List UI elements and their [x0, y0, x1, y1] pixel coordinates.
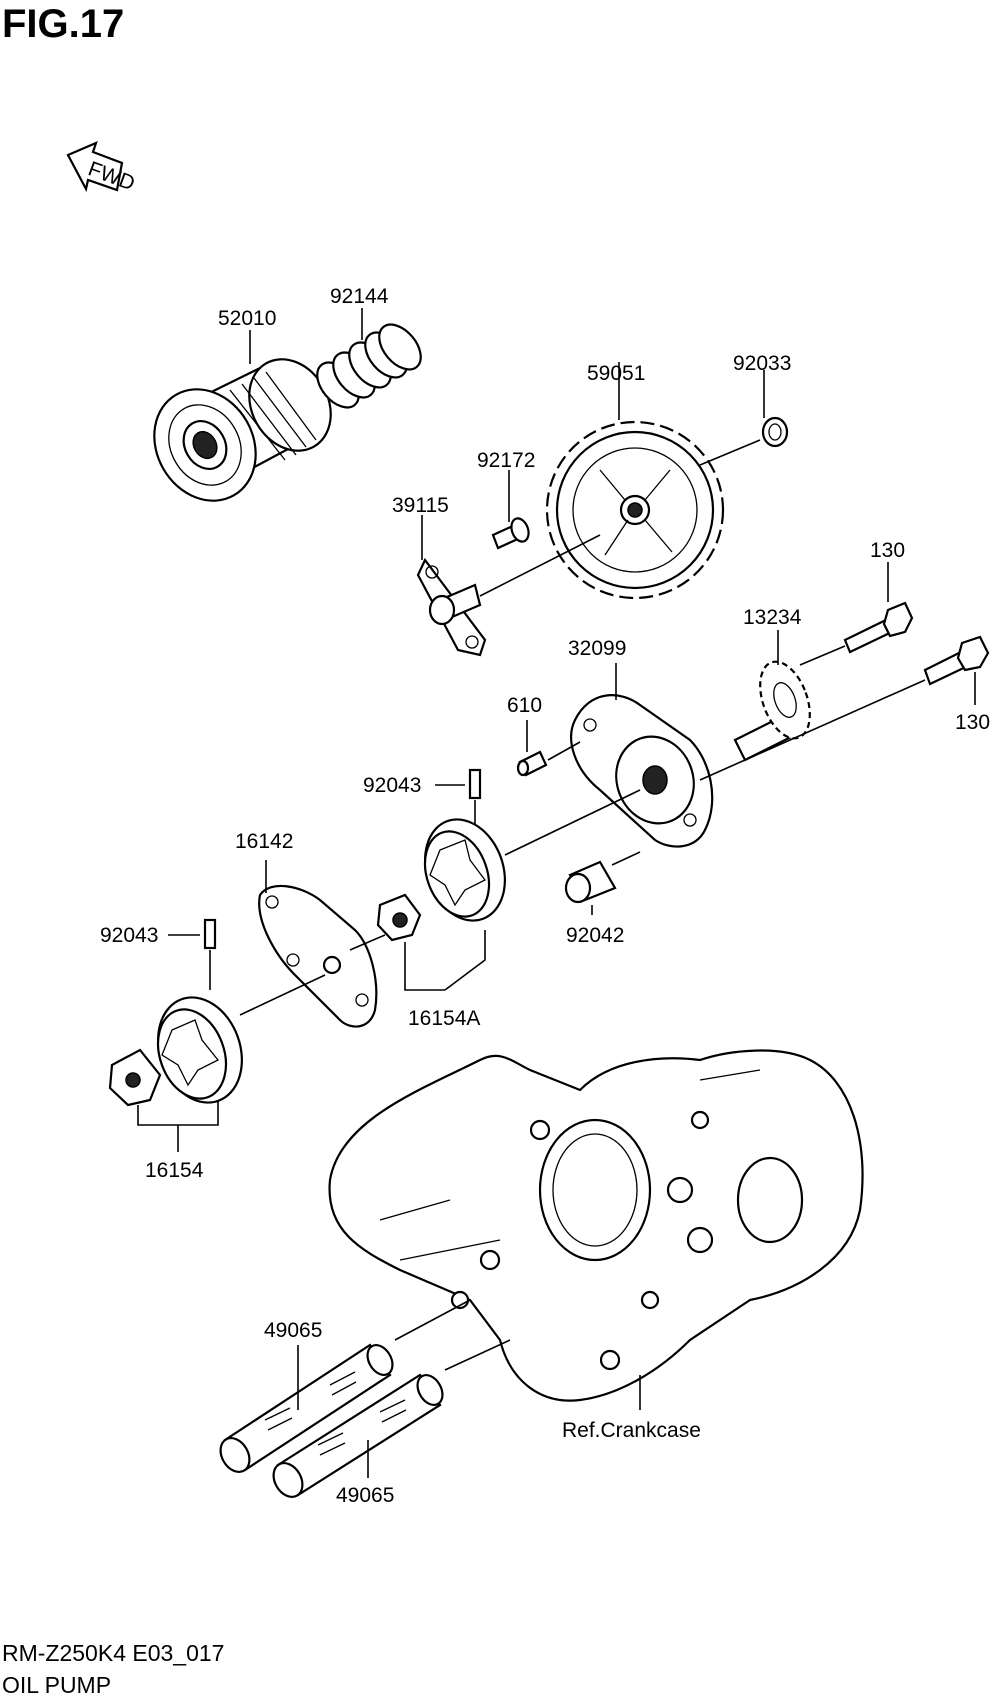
circlip-part[interactable] [761, 416, 789, 448]
model-code: RM-Z250K4 E03_017 [2, 1640, 225, 1666]
part-label-610: 610 [507, 694, 542, 717]
part-label-52010: 52010 [218, 307, 276, 330]
oil-strainer-part[interactable] [215, 1341, 398, 1477]
pump-body-part[interactable] [570, 694, 714, 848]
oil-filter-part[interactable] [134, 344, 346, 519]
part-label-92043-upper: 92043 [363, 774, 421, 797]
oil-strainer-part[interactable] [268, 1371, 448, 1502]
outer-rotor-part[interactable] [144, 986, 256, 1115]
part-label-59051: 59051 [587, 362, 645, 385]
part-label-13234: 13234 [743, 606, 802, 629]
part-label-49065-upper: 49065 [264, 1319, 322, 1342]
pump-gear-part[interactable] [545, 420, 725, 600]
part-label-92043-lower: 92043 [100, 924, 158, 947]
pin-part[interactable] [468, 768, 482, 800]
bolt-part[interactable] [843, 601, 914, 654]
fwd-arrow-icon: FWD [66, 141, 138, 195]
part-label-16154A: 16154A [408, 1007, 480, 1030]
outer-rotor-part[interactable] [412, 808, 519, 932]
crankcase-reference-part [328, 1049, 864, 1402]
dowel-pin-part[interactable] [516, 750, 548, 777]
bolt-part[interactable] [923, 635, 990, 686]
part-label-39115: 39115 [392, 494, 449, 517]
part-label-92172: 92172 [477, 449, 535, 472]
spring-part[interactable] [309, 317, 429, 415]
part-label-32099: 32099 [568, 637, 626, 660]
pin-part[interactable] [203, 918, 217, 950]
pump-shaft-plate-part[interactable] [416, 557, 487, 657]
part-label-16154: 16154 [145, 1159, 204, 1182]
part-label-16142: 16142 [235, 830, 293, 853]
screw-part[interactable] [491, 516, 532, 550]
pump-shaft-gear-part[interactable] [733, 655, 819, 762]
part-label-92144: 92144 [330, 285, 389, 308]
part-label-130-lower: 130 [955, 711, 990, 734]
inner-rotor-part[interactable] [376, 893, 422, 942]
inner-rotor-part[interactable] [108, 1048, 162, 1107]
figure-title: FIG.17 [2, 2, 125, 46]
part-label-130-upper: 130 [870, 539, 905, 562]
part-label-49065-lower: 49065 [336, 1484, 394, 1507]
pump-cover-plate-part[interactable] [258, 884, 378, 1028]
part-label-ref-crankcase: Ref.Crankcase [562, 1419, 701, 1442]
section-name: OIL PUMP [2, 1672, 112, 1698]
part-label-92033: 92033 [733, 352, 791, 375]
part-label-92042: 92042 [566, 924, 624, 947]
dowel-part[interactable] [564, 860, 617, 904]
